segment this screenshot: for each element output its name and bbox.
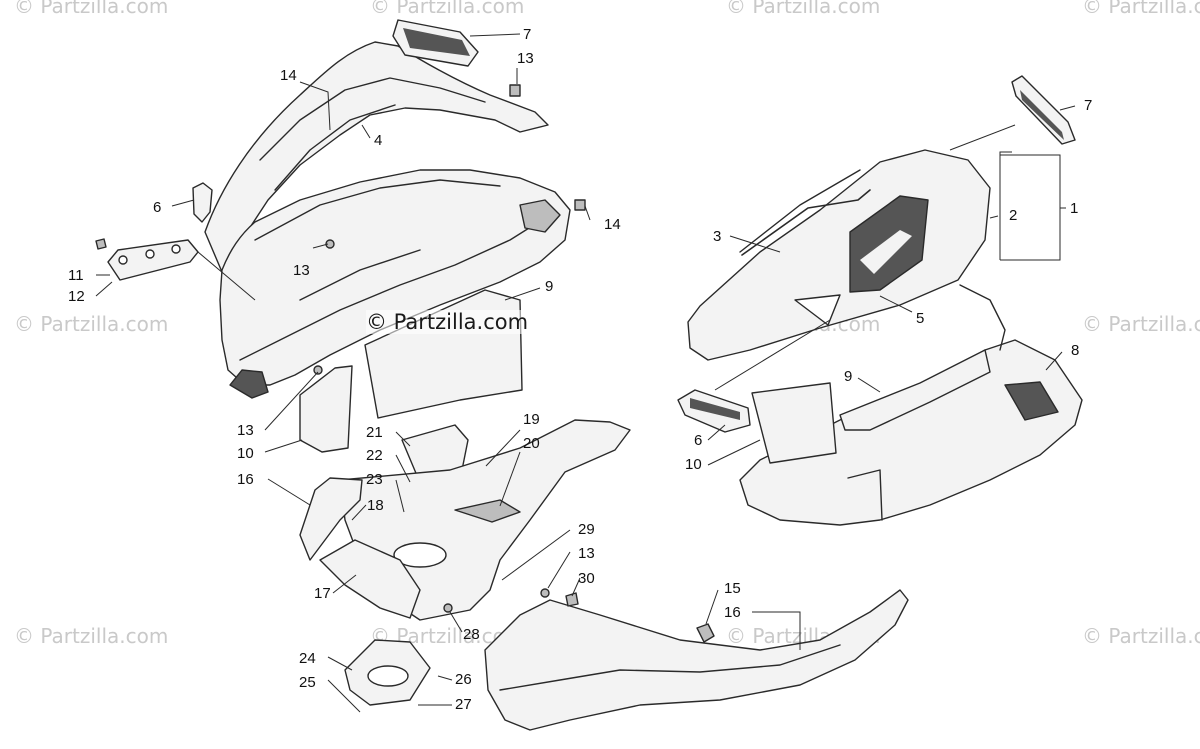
callout-13-top: 13 <box>517 50 534 67</box>
watermark-top-left: © Partzilla.com <box>14 0 169 18</box>
callout-18: 18 <box>367 497 384 514</box>
watermark-mid-left: © Partzilla.com <box>14 312 169 336</box>
callout-10-left: 10 <box>237 445 254 462</box>
watermark-top-center-left: © Partzilla.com <box>370 0 525 18</box>
callout-5: 5 <box>916 310 925 327</box>
watermark-center: © Partzilla.com <box>366 310 529 334</box>
callout-28: 28 <box>463 626 480 643</box>
callout-30: 30 <box>578 570 595 587</box>
callout-13-mid: 13 <box>293 262 310 279</box>
callout-16-left: 16 <box>237 471 254 488</box>
fastener-13-low <box>313 365 323 375</box>
fastener-13-right <box>540 588 550 598</box>
fastener-13-mid <box>325 239 335 249</box>
watermark-bottom-right: © Partzilla.com <box>1082 624 1200 648</box>
part-lower-bumper <box>484 589 909 731</box>
callout-7-top: 7 <box>523 26 532 43</box>
callout-19: 19 <box>523 411 540 428</box>
callout-3: 3 <box>713 228 722 245</box>
callout-21: 21 <box>366 424 383 441</box>
part-6-bracket-left <box>192 182 213 223</box>
callout-26: 26 <box>455 671 472 688</box>
callout-25: 25 <box>299 674 316 691</box>
callout-17: 17 <box>314 585 331 602</box>
callout-29: 29 <box>578 521 595 538</box>
part-17-duct <box>319 539 421 619</box>
fastener-13-top <box>509 84 521 97</box>
callout-2: 2 <box>1009 207 1018 224</box>
callout-9-left: 9 <box>545 278 554 295</box>
part-10-block-left <box>299 365 353 453</box>
callout-24: 24 <box>299 650 316 667</box>
callout-13-low: 13 <box>237 422 254 439</box>
watermark-bottom-left: © Partzilla.com <box>14 624 169 648</box>
callout-27: 27 <box>455 696 472 713</box>
callout-1: 1 <box>1070 200 1079 217</box>
callout-15: 15 <box>724 580 741 597</box>
part-16-duct-left <box>299 477 363 561</box>
fastener-28 <box>443 603 453 613</box>
callout-23: 23 <box>366 471 383 488</box>
part-9-foam-right <box>839 349 991 431</box>
callout-6-left: 6 <box>153 199 162 216</box>
part-7-vent-right <box>1011 75 1076 145</box>
callout-8: 8 <box>1071 342 1080 359</box>
callout-14-right: 14 <box>604 216 621 233</box>
callout-4: 4 <box>374 132 383 149</box>
callout-11: 11 <box>68 267 84 284</box>
callout-7-right: 7 <box>1084 97 1093 114</box>
callout-6-right: 6 <box>694 432 703 449</box>
part-main-nose-pan <box>219 169 571 386</box>
watermark-top-right: © Partzilla.com <box>1082 0 1200 18</box>
part-15-clip <box>696 623 715 643</box>
callout-20: 20 <box>523 435 540 452</box>
part-10-block-right <box>751 382 837 464</box>
part-3-trim <box>741 189 871 256</box>
fastener-14-right <box>574 199 586 211</box>
watermark-mid-far-right: © Partzilla.com <box>1082 312 1200 336</box>
callout-14-top: 14 <box>280 67 297 84</box>
callout-12: 12 <box>68 288 85 305</box>
callout-16-right: 16 <box>724 604 741 621</box>
part-4-upper-shield <box>204 41 549 273</box>
callout-9-right: 9 <box>844 368 853 385</box>
callout-10-right: 10 <box>685 456 702 473</box>
part-11-screw <box>95 238 107 250</box>
callout-13-right: 13 <box>578 545 595 562</box>
watermark-top-center-right: © Partzilla.com <box>726 0 881 18</box>
part-21-pad <box>401 424 469 479</box>
callout-22: 22 <box>366 447 383 464</box>
